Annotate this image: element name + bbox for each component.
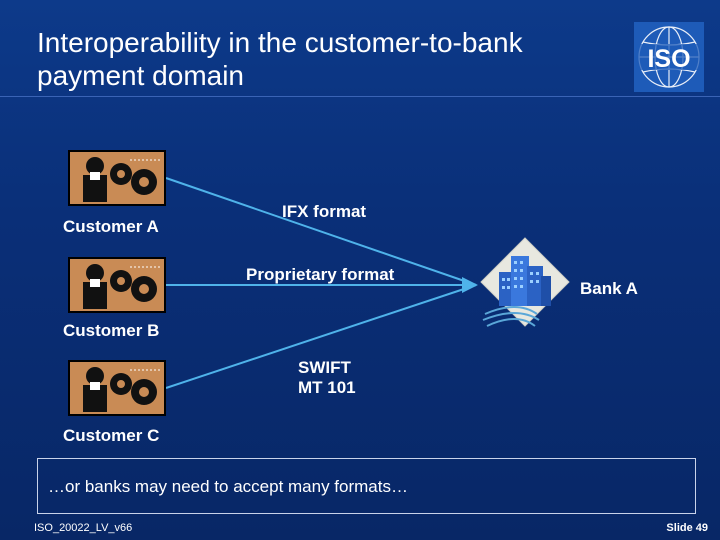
iso-logo-text: ISO xyxy=(647,45,690,73)
format-proprietary-label: Proprietary format xyxy=(246,265,395,284)
iso-logo: ISO xyxy=(634,22,704,92)
customer-a-label: Customer A xyxy=(63,217,159,236)
title-divider xyxy=(0,96,720,97)
note-box xyxy=(37,458,696,514)
customer-b-icon xyxy=(68,257,166,313)
arrow-customer-a xyxy=(165,177,477,286)
slide-number: Slide 49 xyxy=(666,522,708,534)
format-swift-label: SWIFT MT 101 xyxy=(298,358,356,397)
footer-doc-id: ISO_20022_LV_v66 xyxy=(34,522,133,534)
customer-b-label: Customer B xyxy=(63,321,160,340)
customer-c-icon xyxy=(68,360,166,416)
bank-a-label: Bank A xyxy=(580,279,638,298)
customer-c-label: Customer C xyxy=(63,426,160,445)
customer-a-icon xyxy=(68,150,166,206)
note-text: …or banks may need to accept many format… xyxy=(48,477,408,496)
format-ifx-label: IFX format xyxy=(282,202,367,221)
slide-title: Interoperability in the customer-to-bank… xyxy=(37,27,523,91)
bank-building-icon xyxy=(480,237,570,327)
arrow-customer-c xyxy=(165,284,477,389)
